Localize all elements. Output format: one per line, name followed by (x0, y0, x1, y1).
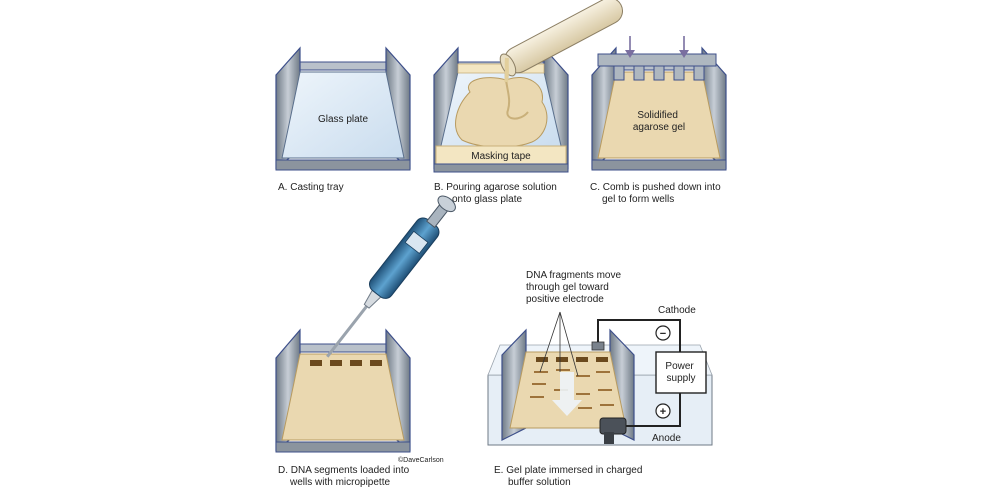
well (536, 357, 548, 362)
plus-symbol: + (660, 406, 666, 418)
minus-terminal-icon (655, 325, 671, 341)
minus-symbol: − (660, 328, 666, 340)
credit-text: ©DaveCarlson (398, 456, 444, 464)
solidified-gel-label: Solidified agarose gel (633, 110, 685, 133)
label-pointer-lines (539, 311, 579, 377)
glass-plate-label: Glass plate (318, 114, 368, 125)
solidified-gel (597, 71, 721, 159)
migration-arrow (552, 372, 582, 416)
well (350, 360, 362, 366)
caption-c: C. Comb is pushed down into gel to form … (590, 182, 723, 205)
well (596, 357, 608, 362)
caption-d: D. DNA segments loaded into wells with m… (278, 465, 412, 488)
pouring-stream (504, 57, 509, 83)
panel-d-loading-wells: ©DaveCarlson D. DNA segments loaded into… (275, 195, 456, 488)
comb (597, 53, 717, 81)
plus-terminal-icon (655, 403, 671, 419)
panel-b-pouring-agarose: Masking tape B. Pouring agarose solution… (433, 0, 624, 205)
caption-a: A. Casting tray (278, 182, 344, 193)
push-down-arrow-right (679, 36, 689, 58)
anode-electrode (599, 417, 627, 444)
dna-fragments-label: DNA fragments move through gel toward po… (526, 270, 624, 305)
push-down-arrow-left (625, 36, 635, 58)
panel-e-electrophoresis: DNA fragments move through gel toward po… (487, 270, 713, 488)
well (576, 357, 588, 362)
cathode-electrode (591, 341, 605, 351)
power-supply-label: Power supply (665, 361, 696, 384)
agarose-puddle (455, 77, 548, 148)
well (330, 360, 342, 366)
gel (281, 353, 405, 441)
well (310, 360, 322, 366)
masking-tape-label: Masking tape (471, 151, 531, 162)
power-supply-box (655, 351, 707, 394)
caption-e: E. Gel plate immersed in charged buffer … (494, 465, 645, 488)
cathode-label: Cathode (658, 305, 696, 316)
glass-plate (281, 71, 405, 159)
anode-label: Anode (652, 433, 681, 444)
well (370, 360, 382, 366)
caption-b: B. Pouring agarose solution onto glass p… (434, 182, 560, 205)
circuit-wires (597, 319, 681, 427)
panel-c-comb-into-gel: Solidified agarose gel C. Comb is pushed… (590, 36, 727, 205)
micropipette (326, 195, 456, 358)
panel-a-casting-tray: Glass plate A. Casting tray (275, 46, 411, 193)
well (556, 357, 568, 362)
